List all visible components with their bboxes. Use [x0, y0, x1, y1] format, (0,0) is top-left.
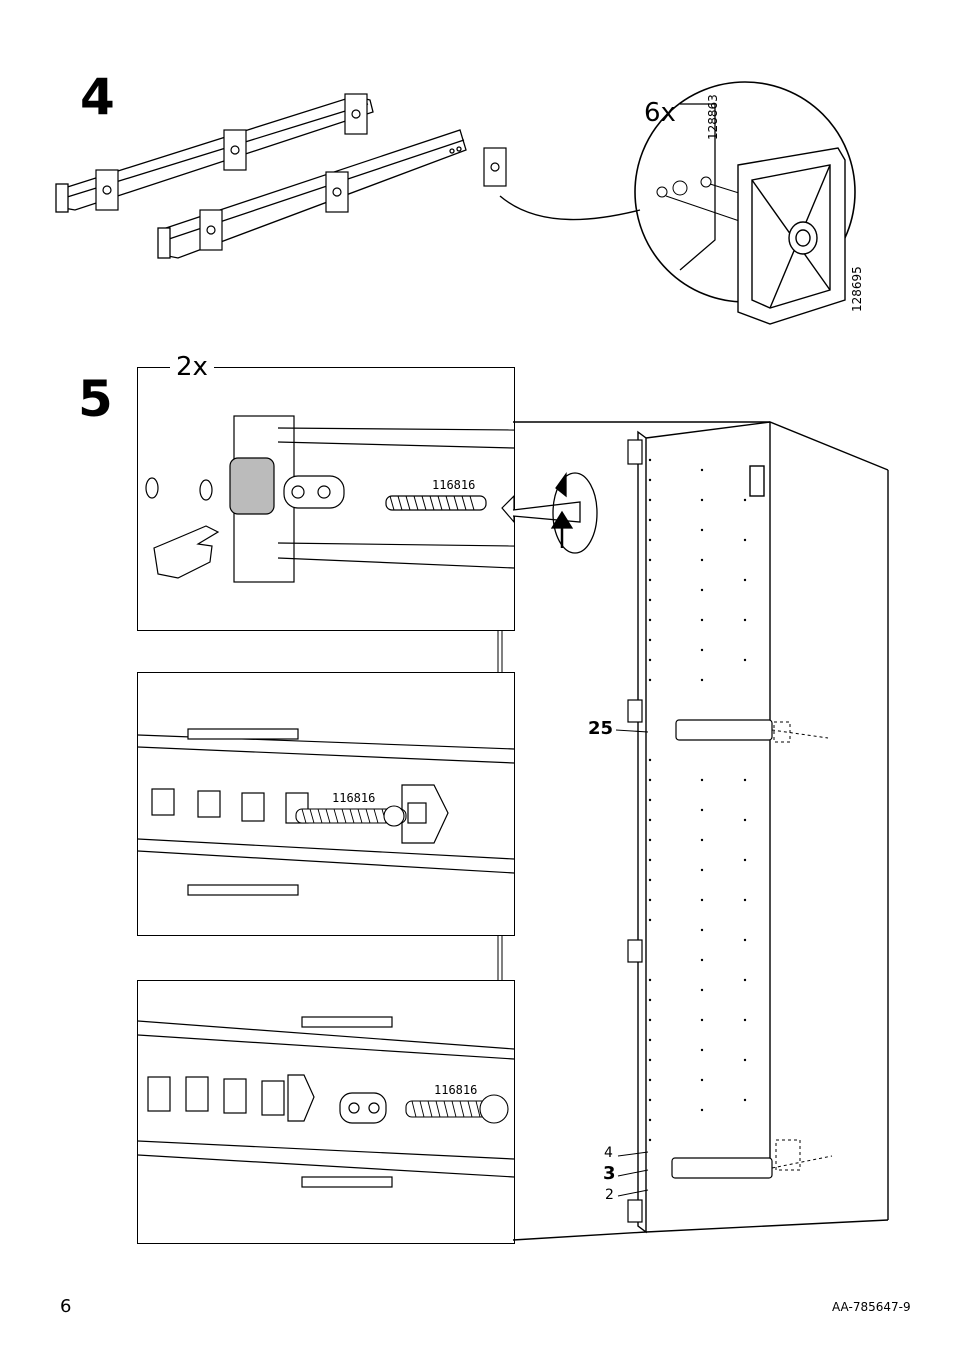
panel-3-screw-label: 116816 — [434, 1083, 478, 1097]
document-id: AA-785647-9 — [832, 1300, 911, 1314]
rail-screw-illustration-1 — [145, 415, 514, 583]
rail-screw-illustration-3 — [138, 1016, 514, 1188]
detail-panel-2: 116816 — [137, 672, 515, 936]
step-5-quantity: 2x — [170, 352, 214, 382]
part-number-128695: 128695 — [850, 266, 864, 312]
rail-screw-illustration-2 — [138, 728, 514, 896]
step-4-quantity: 6x — [644, 98, 676, 128]
step-4-number: 4 — [80, 68, 115, 126]
hole-label-25: 25 — [588, 718, 614, 739]
hole-label-4: 4 — [604, 1145, 613, 1161]
hole-label-3: 3 — [603, 1163, 616, 1184]
page-number: 6 — [60, 1296, 72, 1317]
panel-1-screw-label: 116816 — [432, 478, 476, 492]
step-5-number: 5 — [78, 370, 113, 428]
detail-panel-3: 116816 — [137, 980, 515, 1244]
part-number-128863: 128863 — [706, 94, 720, 140]
detail-panel-1: 116816 — [137, 367, 515, 631]
panel-2-screw-label: 116816 — [332, 791, 376, 805]
hole-label-2: 2 — [605, 1187, 614, 1203]
